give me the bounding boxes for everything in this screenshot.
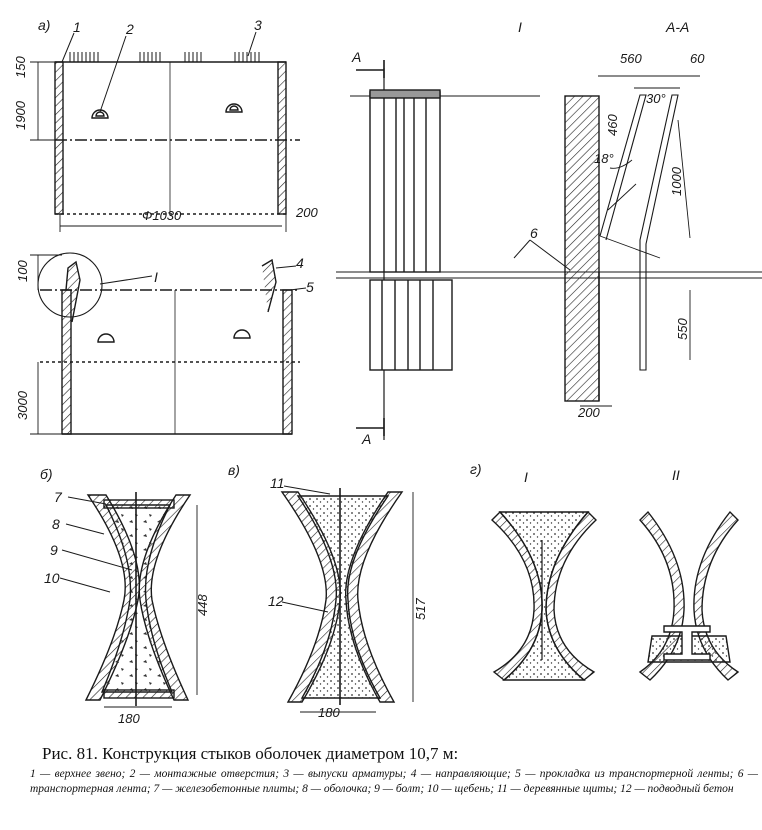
callout-5: 5: [306, 279, 314, 295]
detail-I-title: I: [518, 19, 522, 35]
callout-1: 1: [73, 19, 81, 35]
dim-517: 517: [413, 598, 428, 620]
figure-legend: 1 — верхнее звено; 2 — монтажные отверст…: [30, 768, 758, 795]
callout-4: 4: [296, 255, 304, 271]
dim-180-v: 180: [318, 705, 340, 720]
detail-g-II-title: II: [672, 467, 680, 483]
dim-200-sec: 200: [578, 405, 600, 420]
dim-3000: 3000: [15, 391, 30, 420]
joint-b-section: [59, 492, 198, 708]
dim-550: 550: [675, 318, 690, 340]
joint-v-section: [280, 485, 414, 713]
figure-caption: Рис. 81. Конструкция стыков оболочек диа…: [42, 744, 459, 763]
dim-1900: 1900: [13, 101, 28, 130]
callout-11: 11: [270, 475, 285, 491]
callout-8: 8: [52, 516, 60, 532]
detail-g-I-title: I: [524, 469, 528, 485]
panel-a-label: а): [38, 17, 51, 33]
joint-g-II: [638, 510, 740, 681]
callout-3: 3: [254, 17, 262, 33]
panel-g-label: г): [470, 461, 482, 477]
panel-b-label: б): [40, 466, 53, 482]
section-A-A: [564, 75, 700, 407]
dim-150: 150: [13, 56, 28, 78]
joint-g-I: [490, 510, 598, 681]
section-title: А-А: [666, 19, 690, 35]
dim-180-b: 180: [118, 711, 140, 726]
section-mark-top: А: [352, 49, 362, 65]
dim-100: 100: [15, 260, 30, 282]
dim-1000: 1000: [669, 167, 684, 196]
callout-6: 6: [530, 225, 538, 241]
dim-560: 560: [620, 51, 642, 66]
callout-detail-I: I: [154, 269, 158, 285]
lower-segment-drawing: [30, 252, 307, 435]
callout-7: 7: [54, 489, 62, 505]
dim-18deg: 18°: [594, 151, 614, 166]
dim-200-top: 200: [296, 205, 318, 220]
dim-448: 448: [195, 594, 210, 616]
dim-460: 460: [605, 114, 620, 136]
dim-60: 60: [690, 51, 705, 66]
callout-10: 10: [44, 570, 60, 586]
dim-diameter: Ф1030: [142, 208, 182, 223]
callout-2: 2: [126, 21, 134, 37]
callout-9: 9: [50, 542, 58, 558]
callout-12: 12: [268, 593, 284, 609]
section-mark-bottom: А: [362, 431, 372, 447]
upper-segment-drawing: [30, 31, 300, 232]
panel-v-label: в): [228, 462, 240, 478]
detail-I-elevation: [336, 60, 762, 440]
dim-30deg: 30°: [646, 91, 666, 106]
